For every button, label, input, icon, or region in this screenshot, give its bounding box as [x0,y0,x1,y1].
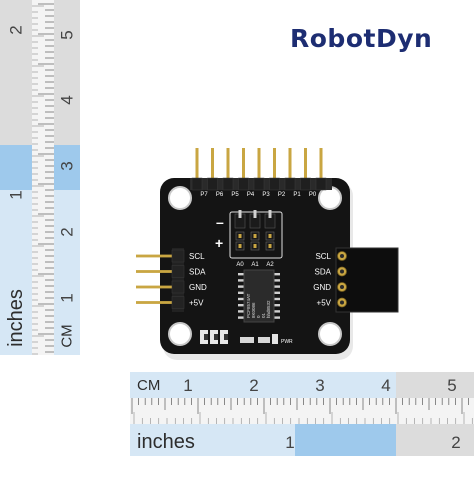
top-pin-header: P7 P6 P5 P4 P3 P2 P1 P0 [190,148,332,198]
left-pin-header: SCL SDA GND +5V [136,248,207,312]
address-jumpers: – + A0 A1 A2 [215,210,283,268]
top-pin-label: P0 [309,192,317,198]
header-pin [226,148,230,182]
vertical-cm-number: 5 [58,30,77,39]
header-pin [319,148,323,182]
header-pin [211,148,214,182]
top-pin-label: P5 [231,192,239,198]
header-pin [242,148,245,182]
left-pin-label: SCL [189,252,205,261]
robotdyn-logo: RobotDyn [290,24,433,53]
address-label: A0 [236,262,244,268]
jumper-minus-label: – [216,214,224,230]
vertical-inch-unit: inches [5,289,27,347]
right-pin-label: GND [313,283,331,292]
left-pin-label: SDA [189,268,206,277]
pcb-board [160,178,350,354]
header-pin [257,148,261,182]
horizontal-cm-unit: CM [137,377,160,394]
chip-marking: 0 [256,315,261,318]
header-pin [304,148,307,182]
vertical-cm-numbers: 5 4 3 2 1 [58,30,77,302]
top-pin-label: P1 [293,192,301,198]
vertical-cm-number: 4 [58,95,77,104]
vertical-inch-number: 1 [7,190,26,199]
header-pin [136,254,180,258]
top-pin-label: P3 [262,192,270,198]
horizontal-cm-number: 1 [183,376,192,395]
top-pin-label: P4 [247,192,255,198]
chip-marking: hhd8532 [266,300,271,318]
chip-marking: 8K0086 [251,302,256,318]
right-pin-label: SCL [315,252,331,261]
horizontal-inch-unit: inches [137,431,195,453]
header-pin [288,148,292,182]
vertical-ruler-ticks [32,3,54,355]
horizontal-cm-number: 2 [249,376,258,395]
horizontal-cm-number: 3 [315,376,324,395]
left-pin-label: +5V [189,299,204,308]
horizontal-inch-number: 1 [285,433,294,452]
header-pin [136,301,180,304]
left-pin-label: GND [189,283,207,292]
right-pin-label: SDA [315,268,332,277]
mounting-holes [168,186,342,346]
horizontal-ruler-ticks [131,398,473,424]
vertical-cm-unit: CM [59,324,76,347]
right-socket-header: SCL SDA GND +5V [313,247,399,313]
smd-components: PWR [200,330,293,345]
header-pin [136,285,180,289]
vertical-inch-numbers: 21 [7,25,26,199]
horizontal-cm-numbers: 1 2 3 4 5 [183,376,456,395]
address-label: A2 [266,262,274,268]
top-pin-label: P7 [200,192,208,198]
address-label: A1 [251,262,259,268]
horizontal-cm-number: 5 [447,376,456,395]
top-pin-label: P2 [278,192,286,198]
header-pin [136,270,180,273]
jumper-plus-label: + [215,235,223,251]
top-pin-label: P6 [216,192,224,198]
pwr-label: PWR [281,339,293,345]
horizontal-cm-number: 4 [381,376,390,395]
horizontal-inch-number: 2 [451,433,460,452]
chip-marking: PCF8574AT [246,293,251,318]
header-pin [273,148,276,182]
vertical-inch-number: 2 [7,25,26,34]
vertical-cm-number: 2 [58,227,77,236]
header-pin [195,148,199,182]
vertical-cm-number: 1 [58,293,77,302]
vertical-cm-number: 3 [58,161,77,170]
right-pin-label: +5V [317,299,332,308]
chip-marking: 01 [261,312,266,318]
